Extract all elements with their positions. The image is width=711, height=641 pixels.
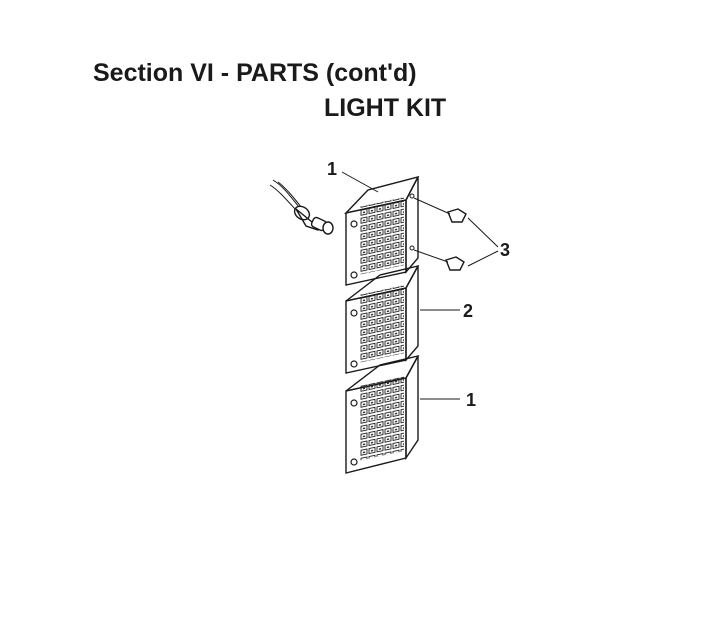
callout-top-lens: 1 <box>327 159 337 179</box>
section-title: Section VI - PARTS (cont'd) <box>93 59 417 87</box>
bulb-socket-assembly <box>269 179 334 235</box>
callout-bottom-lens: 1 <box>466 390 476 410</box>
mounting-screws <box>413 197 467 271</box>
middle-lens <box>345 264 420 374</box>
callout-screws: 3 <box>500 240 510 260</box>
page-subtitle: LIGHT KIT <box>324 94 447 122</box>
callout-middle-lens: 2 <box>463 301 473 321</box>
bottom-lens <box>345 354 420 474</box>
leader-lines <box>341 171 499 400</box>
top-lens <box>343 175 420 286</box>
